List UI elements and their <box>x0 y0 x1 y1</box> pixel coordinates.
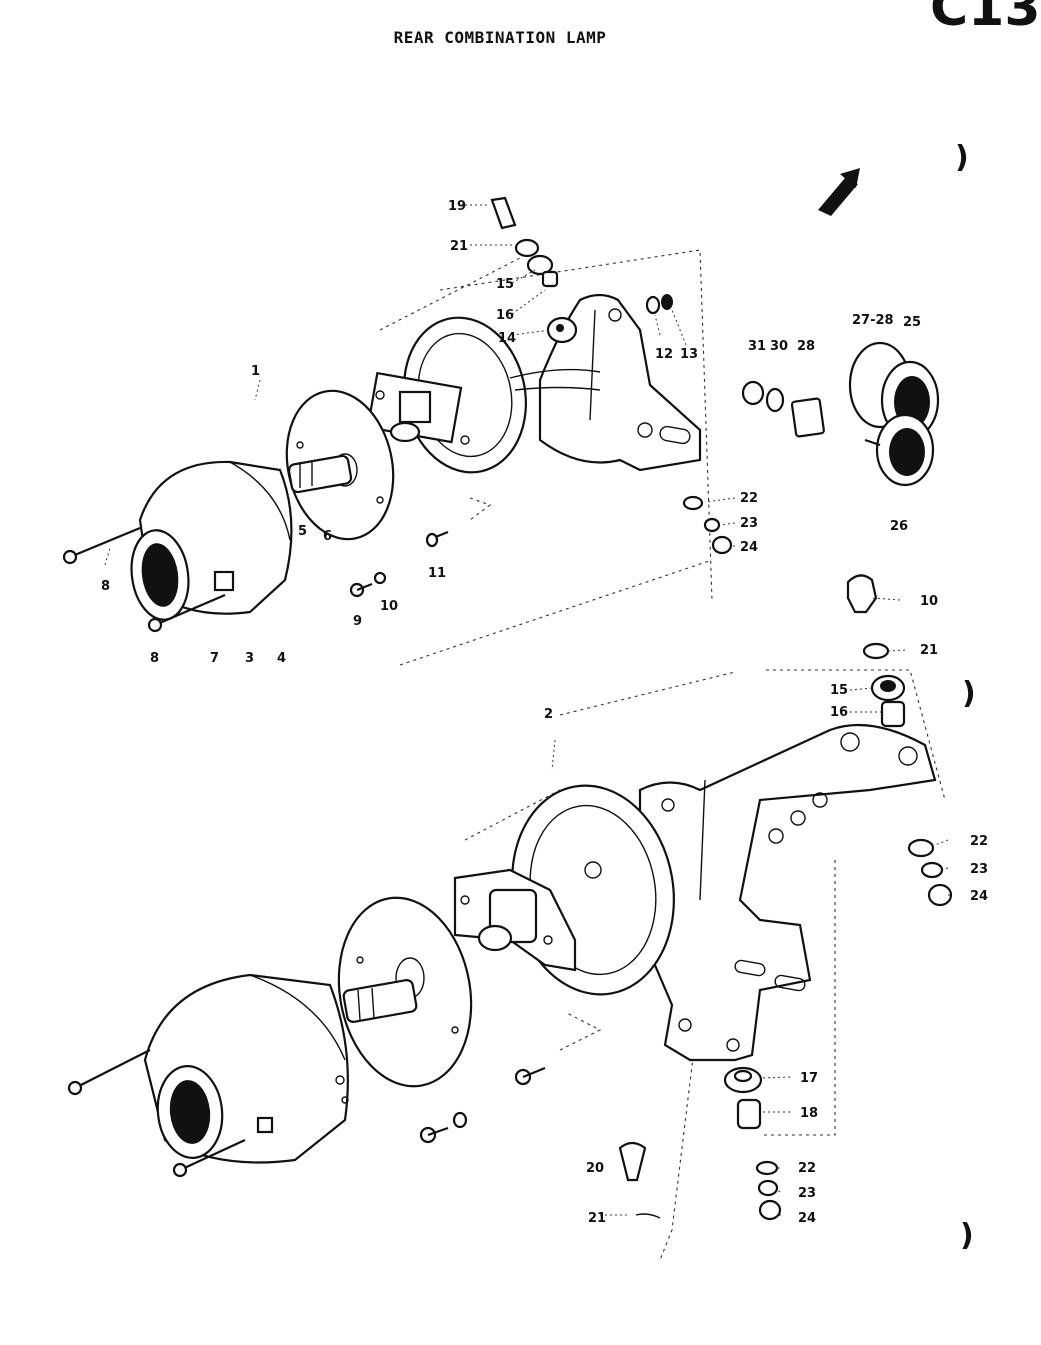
callout-28: 28 <box>797 339 815 354</box>
diagram-title: REAR COMBINATION LAMP <box>393 28 607 47</box>
page-code: C13 <box>930 0 1041 38</box>
callout-22a: 22 <box>740 491 758 506</box>
callout-25: 25 <box>903 315 921 330</box>
lamp-assembly-1 <box>62 196 940 666</box>
binding-mark: ) <box>962 676 976 711</box>
mounting-bracket-large <box>638 723 937 1062</box>
bolt-set-mid <box>766 574 946 801</box>
small-screws-large <box>419 1066 546 1144</box>
washer-nut-set-a <box>682 495 733 555</box>
callout-23c: 23 <box>798 1186 816 1201</box>
callout-19: 19 <box>448 199 466 214</box>
callout-15b: 15 <box>830 683 848 698</box>
callout-24b: 24 <box>970 889 988 904</box>
binding-mark: ) <box>960 1218 974 1253</box>
long-screws <box>62 526 226 633</box>
callout-4: 4 <box>277 651 286 666</box>
callout-23b: 23 <box>970 862 988 877</box>
callout-3: 3 <box>245 651 254 666</box>
callout-20: 20 <box>586 1161 604 1176</box>
callout-16b: 16 <box>830 705 848 720</box>
spacer-set <box>723 1066 763 1130</box>
diagram-canvas: REAR COMBINATION LAMP C13 ) ) ) <box>62 0 1041 1261</box>
bulb <box>287 454 353 494</box>
callout-5: 5 <box>298 524 307 539</box>
callout-15: 15 <box>496 277 514 292</box>
callout-1: 1 <box>251 364 260 379</box>
bolt-stack-top <box>490 196 673 344</box>
callout-24c: 24 <box>798 1211 816 1226</box>
binding-mark: ) <box>955 140 969 175</box>
small-screws <box>349 530 449 598</box>
callout-11: 11 <box>428 566 446 581</box>
reflector-parts <box>741 341 940 487</box>
lamp-housing-large <box>143 973 349 1164</box>
callout-6: 6 <box>323 529 332 544</box>
callout-7: 7 <box>210 651 219 666</box>
washer-nut-set-b <box>907 838 953 907</box>
callout-26: 26 <box>890 519 908 534</box>
callout-21: 21 <box>450 239 468 254</box>
callout-10b: 10 <box>920 594 938 609</box>
callout-14: 14 <box>498 331 516 346</box>
callout-8b: 8 <box>150 651 159 666</box>
callout-16: 16 <box>496 308 514 323</box>
socket-plate-large <box>453 784 675 996</box>
washer-nut-set-c <box>755 1160 782 1221</box>
callout-30: 30 <box>770 339 788 354</box>
callout-24a: 24 <box>740 540 758 555</box>
socket-plate <box>366 316 601 474</box>
callout-31: 31 <box>748 339 766 354</box>
callout-23a: 23 <box>740 516 758 531</box>
callout-21b: 21 <box>920 643 938 658</box>
callout-13: 13 <box>680 347 698 362</box>
callout-2: 2 <box>544 707 553 722</box>
front-arrow-icon <box>818 168 860 216</box>
callout-8a: 8 <box>101 579 110 594</box>
callout-27-28: 27-28 <box>852 313 894 328</box>
bolt-20-21 <box>618 1141 661 1219</box>
lamp-housing <box>130 460 293 621</box>
exploded-view-drawing: 1 2 19 21 15 16 14 12 13 31 30 28 27-28 … <box>62 168 988 1261</box>
callout-12: 12 <box>655 347 673 362</box>
callout-leaders <box>104 204 951 1216</box>
callout-22c: 22 <box>798 1161 816 1176</box>
callout-10a: 10 <box>380 599 398 614</box>
callout-17: 17 <box>800 1071 818 1086</box>
callout-18: 18 <box>800 1106 818 1121</box>
bulb-large <box>342 979 418 1023</box>
lamp-assembly-2 <box>67 671 953 1261</box>
long-screws-large <box>67 1049 246 1178</box>
callout-22b: 22 <box>970 834 988 849</box>
callout-labels: 1 2 19 21 15 16 14 12 13 31 30 28 27-28 … <box>101 199 988 1226</box>
callout-21c: 21 <box>588 1211 606 1226</box>
callout-9: 9 <box>353 614 362 629</box>
